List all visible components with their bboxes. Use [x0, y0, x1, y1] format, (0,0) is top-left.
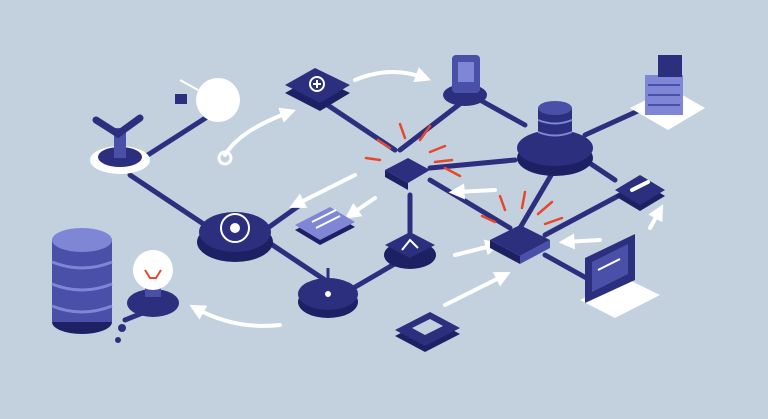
laptop-node [580, 234, 660, 318]
flow-arrow [189, 304, 282, 328]
lightbulb-node [127, 250, 179, 317]
connection-line [397, 97, 468, 153]
flow-arrow [558, 233, 602, 250]
target-hub-node [197, 212, 273, 262]
flow-arrow [443, 272, 511, 307]
flow-arrow [448, 183, 497, 200]
globe-node [175, 78, 240, 166]
server-stack-node [51, 228, 126, 343]
flow-arrow [353, 67, 432, 83]
cube-icon [175, 94, 187, 104]
connection-line [542, 192, 623, 238]
satellite-dish-icon [92, 114, 144, 139]
connection-line [262, 237, 328, 283]
firewall-icon [309, 76, 325, 92]
wrench-node [615, 175, 665, 211]
wrench-icon [630, 180, 650, 192]
connection-line [127, 172, 208, 228]
document-node [295, 207, 355, 245]
breached-node-right [480, 190, 564, 264]
router-tower-node [443, 55, 487, 106]
monitor-icon [412, 319, 443, 335]
alert-sparks [480, 190, 564, 226]
download-icon [320, 268, 336, 290]
alert-sparks [364, 122, 462, 178]
connection-line [542, 252, 593, 283]
firewall-node [285, 68, 350, 111]
connection-line [582, 107, 643, 138]
satellite-dish-node [90, 114, 150, 174]
lightbulb-icon [133, 250, 173, 290]
connection-line [262, 202, 303, 233]
connection-line [427, 177, 513, 231]
download-node [298, 268, 358, 318]
connection-line [427, 157, 518, 171]
flow-arrow [648, 204, 664, 230]
connection-line [137, 107, 221, 163]
flow-arrows [189, 67, 664, 328]
flow-arrow [223, 107, 297, 157]
globe-icon [196, 78, 240, 122]
flow-arrow [289, 173, 357, 208]
flow-arrow [344, 196, 377, 219]
chart-icon [401, 238, 419, 251]
breached-node-top [364, 122, 462, 190]
document-icon [311, 209, 341, 229]
flow-arrow [453, 239, 502, 257]
monitor-node [395, 312, 460, 352]
target-icon [220, 213, 250, 243]
database-node [517, 101, 593, 176]
building-node [630, 55, 705, 130]
connection-line [477, 97, 528, 128]
chart-node [384, 232, 436, 269]
